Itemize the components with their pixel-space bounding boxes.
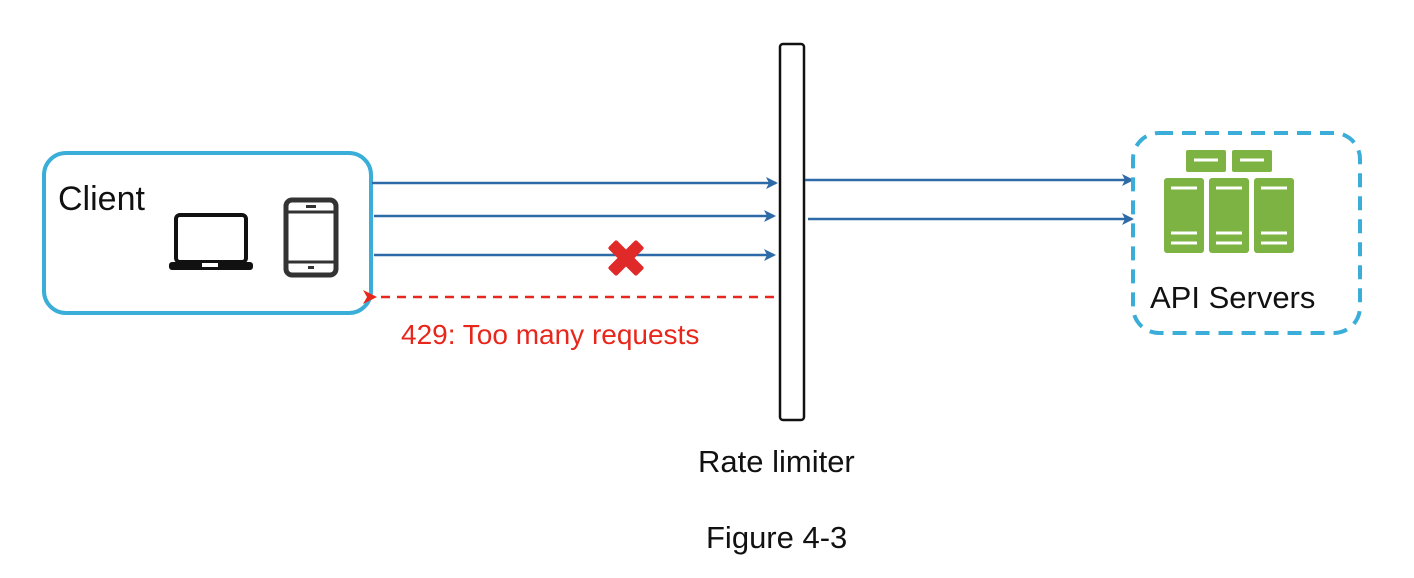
incoming-requests (372, 177, 778, 261)
figure-caption: Figure 4-3 (706, 520, 847, 555)
api-servers-box (1131, 131, 1362, 335)
rate-limiter-bar (778, 42, 806, 422)
x-mark-icon (608, 240, 644, 276)
forwarded-requests (805, 174, 1134, 225)
client-node: Client (42, 151, 373, 315)
tablet-icon (283, 197, 339, 278)
server-rack-icon (1164, 150, 1294, 253)
api-servers-label: API Servers (1150, 280, 1315, 315)
error-response-label: 429: Too many requests (401, 319, 699, 350)
client-box (42, 151, 373, 315)
rate-limiter-label: Rate limiter (698, 444, 855, 479)
laptop-icon (169, 213, 253, 270)
api-servers-node: API Servers (1131, 131, 1362, 335)
client-label: Client (58, 180, 145, 218)
